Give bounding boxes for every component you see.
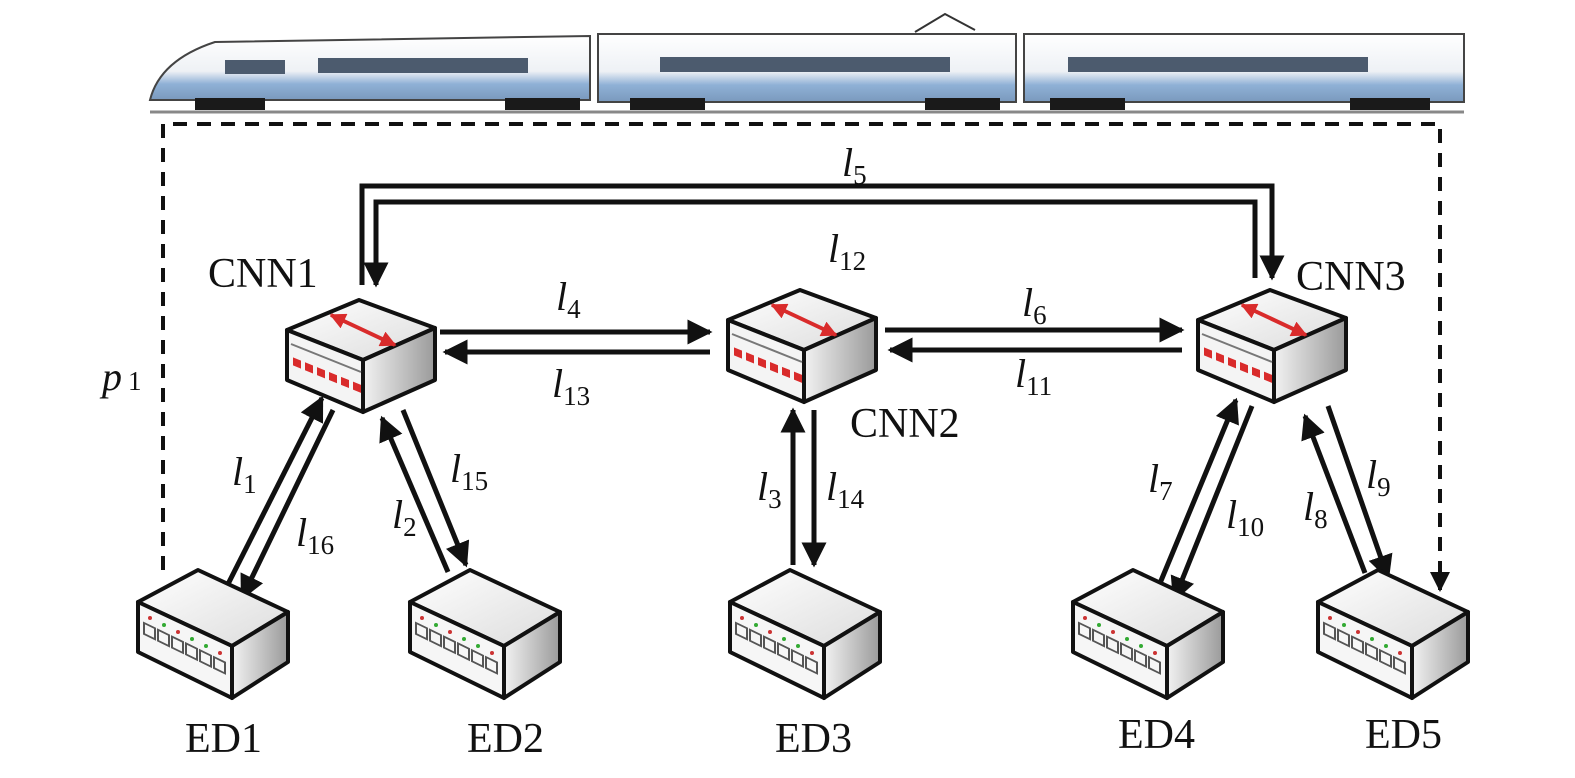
ed2-device-icon bbox=[408, 568, 562, 700]
cnn2-label: CNN2 bbox=[850, 401, 960, 447]
link-label-l1: l1 bbox=[232, 449, 257, 499]
link-l10-arrow bbox=[1170, 405, 1255, 603]
cnn2-switch-icon bbox=[728, 290, 876, 402]
ed5-device-icon bbox=[1316, 568, 1470, 700]
link-label-l16: l16 bbox=[296, 510, 334, 560]
link-l16-arrow bbox=[239, 408, 336, 601]
link-label-l8: l8 bbox=[1303, 484, 1328, 534]
high-speed-train-icon bbox=[148, 12, 1465, 114]
link-label-l12: l12 bbox=[828, 226, 866, 276]
link-label-l14: l14 bbox=[826, 464, 865, 514]
link-label-l2: l2 bbox=[392, 492, 417, 542]
ed1-label: ED1 bbox=[185, 716, 262, 762]
link-label-l3: l3 bbox=[757, 464, 782, 514]
cnn1-label: CNN1 bbox=[208, 251, 318, 297]
link-l7-arrow bbox=[1155, 397, 1239, 589]
ed1-device-icon bbox=[136, 568, 290, 700]
link-l15-arrow bbox=[400, 409, 470, 568]
link-label-l5: l5 bbox=[842, 140, 867, 190]
link-label-l4: l4 bbox=[556, 274, 581, 324]
cnn3-label: CNN3 bbox=[1296, 254, 1406, 300]
path-p1 bbox=[161, 122, 1450, 592]
link-l8-arrow bbox=[1301, 413, 1368, 574]
link-l12-arrow bbox=[363, 199, 1258, 288]
ed4-label: ED4 bbox=[1118, 712, 1195, 758]
link-l1-arrow bbox=[222, 395, 325, 592]
cnn3-switch-icon bbox=[1198, 290, 1346, 402]
link-l2-arrow bbox=[379, 415, 451, 573]
ed4-device-icon bbox=[1071, 568, 1225, 700]
link-label-l11: l11 bbox=[1015, 351, 1052, 401]
link-label-l7: l7 bbox=[1148, 456, 1173, 506]
link-l5-arrow bbox=[359, 183, 1285, 285]
link-l9-arrow bbox=[1325, 405, 1393, 581]
ed5-label: ED5 bbox=[1365, 712, 1442, 758]
link-label-l9: l9 bbox=[1366, 452, 1391, 502]
ed3-label: ED3 bbox=[775, 716, 852, 762]
link-label-l6: l6 bbox=[1022, 280, 1047, 330]
link-label-l15: l15 bbox=[450, 446, 488, 496]
link-label-l13: l13 bbox=[552, 361, 590, 411]
ed2-label: ED2 bbox=[467, 716, 544, 762]
link-label-l10: l10 bbox=[1226, 492, 1264, 542]
ed3-device-icon bbox=[728, 568, 882, 700]
cnn1-switch-icon bbox=[287, 300, 435, 412]
